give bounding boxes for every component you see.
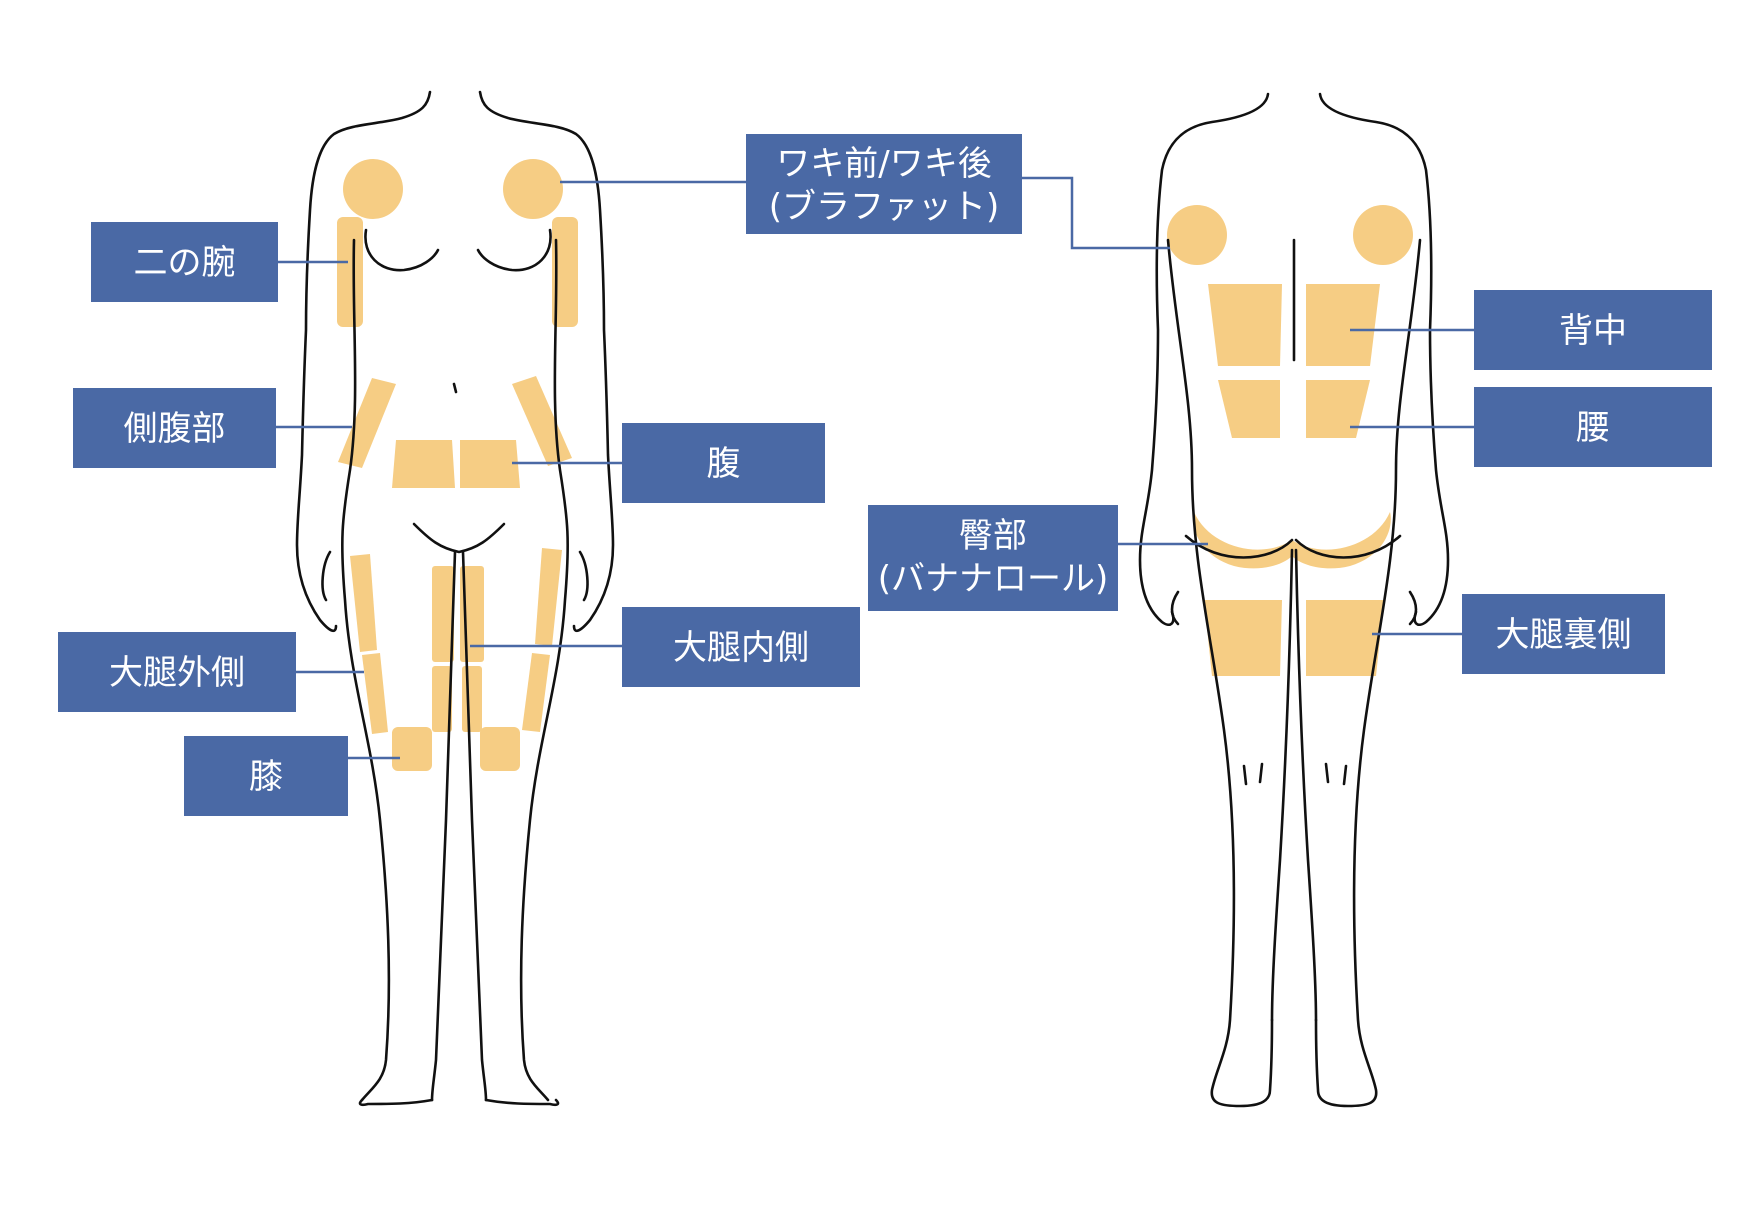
zone-inner-thigh-left-upper (432, 566, 454, 662)
label-arm: 二の腕 (91, 222, 278, 302)
label-buttocks-text-line2: (バナナロール) (878, 559, 1109, 599)
label-waist-text: 腰 (1576, 408, 1610, 448)
label-back: 背中 (1474, 290, 1712, 370)
zone-inner-thigh-right-lower (462, 666, 482, 732)
label-back-thigh: 大腿裏側 (1462, 594, 1665, 674)
zone-front-armpit-left (343, 159, 403, 219)
zone-back-thigh-right (1306, 600, 1384, 676)
zone-knee-left (392, 727, 432, 771)
zone-waist-left (1218, 380, 1280, 438)
label-abdomen: 腹 (622, 423, 825, 503)
front-body-outline (295, 90, 615, 1107)
zone-front-armpit-right (503, 159, 563, 219)
zone-back-left (1208, 284, 1282, 366)
front-figure (295, 90, 615, 1107)
label-arm-text: 二の腕 (134, 243, 236, 283)
back-figure (1138, 92, 1450, 1108)
zone-arm-right (552, 217, 578, 327)
label-knee-text: 膝 (249, 757, 283, 797)
zone-outer-thigh-left-upper (350, 554, 377, 652)
back-body-outline (1138, 92, 1450, 1108)
label-abdomen-text: 腹 (707, 444, 741, 484)
zone-back-armpit-right (1353, 205, 1413, 265)
label-armpit-text-line2: (ブラファット) (769, 187, 1000, 227)
label-knee: 膝 (184, 736, 348, 816)
leader-armpit-back (1022, 176, 1170, 250)
zone-back-right (1306, 284, 1380, 366)
zone-outer-thigh-right-lower (522, 653, 550, 732)
label-buttocks-text-line1: 臀部 (959, 516, 1027, 556)
label-inner-thigh-text: 大腿内側 (673, 628, 809, 668)
label-waist: 腰 (1474, 387, 1712, 467)
zone-arm-left (337, 217, 363, 327)
labels: 二の腕 側腹部 腹 大腿外側 膝 大腿内側 ワキ前/ワキ後 (ブラファット) (58, 134, 1712, 816)
label-outer-thigh-text: 大腿外側 (109, 653, 245, 693)
zone-side-abdomen-right (512, 376, 572, 466)
zone-outer-thigh-right-upper (535, 548, 562, 646)
label-armpit-text-line1: ワキ前/ワキ後 (776, 144, 991, 184)
label-inner-thigh: 大腿内側 (622, 607, 860, 687)
zone-waist-right (1306, 380, 1370, 438)
label-armpit: ワキ前/ワキ後 (ブラファット) (746, 134, 1022, 234)
zone-side-abdomen-left (338, 378, 396, 468)
leader-lines (276, 176, 1474, 760)
label-back-text: 背中 (1559, 311, 1627, 351)
zone-back-armpit-left (1167, 205, 1227, 265)
label-outer-thigh: 大腿外側 (58, 632, 296, 712)
zone-knee-right (480, 727, 520, 771)
label-back-thigh-text: 大腿裏側 (1496, 615, 1632, 655)
label-side-abdomen-text: 側腹部 (124, 409, 226, 449)
zone-abdomen-left (392, 440, 455, 488)
zone-outer-thigh-left-lower (362, 653, 388, 734)
zone-inner-thigh-left-lower (432, 666, 452, 732)
zone-back-thigh-left (1204, 600, 1282, 676)
front-zones (337, 159, 578, 771)
label-side-abdomen: 側腹部 (73, 388, 276, 468)
back-zones (1167, 205, 1413, 676)
zone-abdomen-right (460, 440, 520, 488)
label-buttocks: 臀部 (バナナロール) (868, 505, 1118, 611)
